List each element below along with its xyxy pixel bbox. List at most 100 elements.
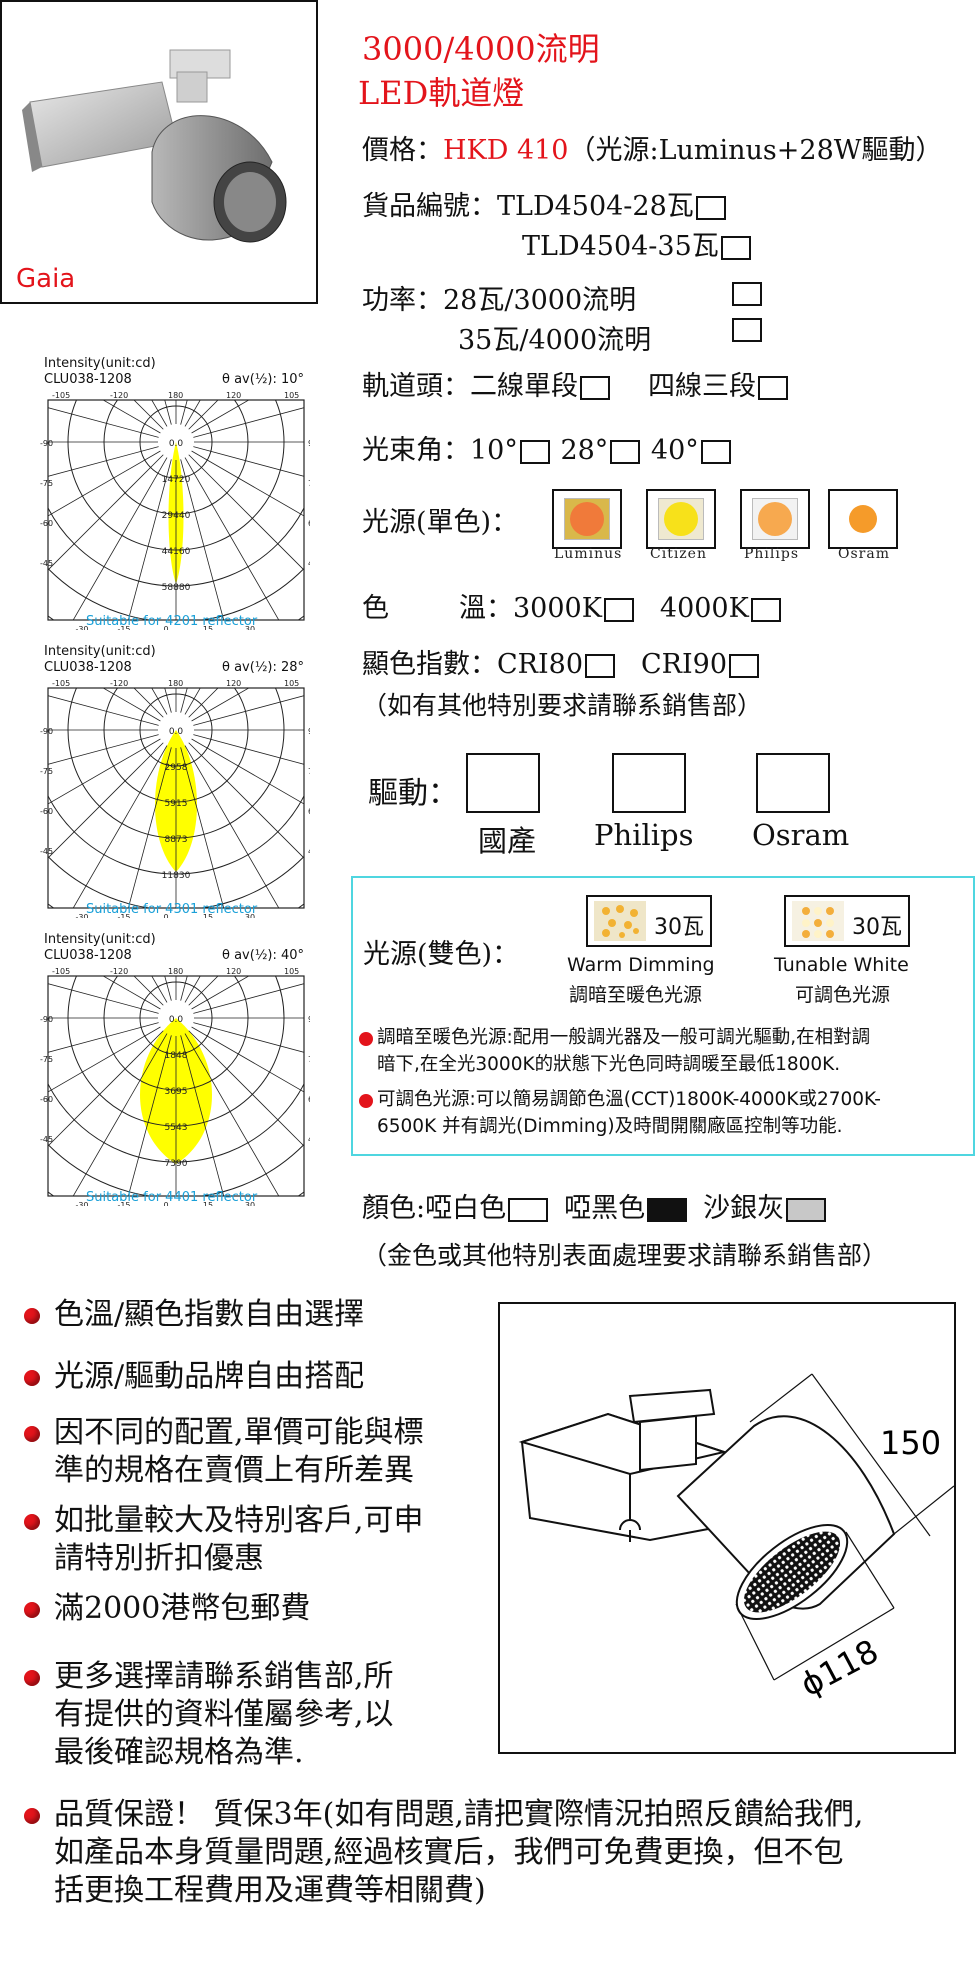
color-3-checkbox[interactable]: [786, 1197, 827, 1222]
polar-value: 0.0: [169, 439, 184, 449]
polar-value: 0.0: [169, 727, 184, 737]
dimension-drawing-frame: 150 ϕ118: [498, 1302, 956, 1754]
cri-2-checkbox[interactable]: [729, 653, 760, 678]
cct-label-b: 溫：: [459, 593, 513, 624]
polar-value: 3695: [165, 1087, 188, 1097]
polar-spoke: [102, 400, 161, 434]
beam-2: 28°: [560, 435, 609, 466]
axis-top-label: -120: [110, 391, 128, 400]
product-title-line2: LED軌道燈: [358, 74, 525, 112]
sku-2: TLD4504-35瓦: [522, 231, 719, 262]
polar-value: 14720: [162, 475, 191, 485]
axis-right-label: 45: [308, 1135, 310, 1144]
polar-caption: Suitable for 4301 reflector: [86, 902, 258, 917]
polar-spoke: [193, 695, 304, 726]
tunable-watt: 30瓦: [852, 915, 902, 940]
polar-model: CLU038-1208: [44, 660, 132, 675]
feature-line: 有提供的資料僅屬參考,以: [54, 1697, 394, 1732]
color-1: 啞白色: [425, 1193, 507, 1224]
power-label: 功率：: [362, 285, 443, 316]
axis-top-label: -105: [52, 967, 70, 976]
sku-2-checkbox[interactable]: [720, 235, 751, 260]
polar-spoke: [102, 976, 161, 1010]
tunable-white-zh: 可調色光源: [795, 984, 891, 1006]
polar-spoke: [188, 742, 304, 859]
source-philips-swatch[interactable]: [740, 489, 810, 549]
polar-spoke: [72, 457, 168, 620]
source-citizen-swatch[interactable]: [646, 489, 716, 549]
axis-top-label: -105: [52, 679, 70, 688]
color-2-checkbox[interactable]: [647, 1197, 688, 1222]
driver-osram-checkbox[interactable]: [756, 753, 830, 813]
cct-1-checkbox[interactable]: [603, 597, 634, 622]
polar-title: Intensity(unit:cd): [44, 644, 156, 659]
warm-dimming-chip[interactable]: 30瓦: [586, 895, 712, 947]
bullet-dot: [24, 1808, 40, 1824]
beam-row: 光束角：10° 28° 40°: [362, 428, 733, 467]
price-note: （光源:Luminus+28W驅動）: [568, 135, 943, 166]
axis-left-label: -45: [40, 1135, 53, 1144]
sku-1-checkbox[interactable]: [695, 195, 726, 220]
feature-item: 因不同的配置,單價可能與標準的規格在賣價上有所差異: [24, 1414, 424, 1490]
polar-spoke: [48, 454, 164, 571]
source-osram-swatch[interactable]: [828, 489, 898, 549]
polar-spoke: [72, 1033, 168, 1196]
feature-item: 滿2000港幣包郵費: [24, 1590, 310, 1628]
driver-philips-checkbox[interactable]: [612, 753, 686, 813]
cri-1: CRI80: [497, 649, 584, 680]
product-photo-frame: Gaia: [0, 0, 318, 304]
feature-line: 最後確認規格為準.: [54, 1735, 304, 1770]
price-label: 價格：: [362, 135, 443, 166]
axis-left-label: -60: [40, 807, 53, 816]
polar-spoke: [191, 688, 250, 722]
polar-frame: [47, 399, 305, 621]
source-luminus-swatch[interactable]: [552, 489, 622, 549]
axis-right-label: 75: [308, 479, 310, 488]
note2-line2: 6500K 并有調光(Dimming)及時間開關廠區控制等功能.: [377, 1116, 843, 1137]
polar-spoke: [184, 745, 280, 908]
color-label: 顏色:: [362, 1193, 426, 1224]
product-title-line1: 3000/4000流明: [362, 30, 600, 68]
polar-value: 44160: [162, 547, 191, 557]
note1: 調暗至暖色光源:配用一般調光器及一般可調光驅動,在相對調 暗下,在全光3000K…: [377, 1024, 870, 1078]
beam-1-checkbox[interactable]: [519, 439, 550, 464]
axis-bottom-label: -15: [117, 913, 130, 918]
adapter-2-checkbox[interactable]: [758, 375, 788, 400]
polar-angle: θ av(½): 10°: [222, 372, 305, 387]
axis-top-label: 105: [284, 679, 299, 688]
axis-left-label: -45: [40, 847, 53, 856]
tunable-white-chip[interactable]: 30瓦: [784, 895, 910, 947]
color-1-checkbox[interactable]: [508, 1197, 549, 1222]
polar-title: Intensity(unit:cd): [44, 932, 156, 947]
polar-spoke: [180, 747, 225, 908]
axis-right-label: 75: [308, 767, 310, 776]
polar-value: 1848: [165, 1051, 188, 1061]
axis-bottom-label: 0: [163, 913, 168, 918]
color-note: （金色或其他特別表面處理要求請聯系銷售部）: [362, 1241, 888, 1270]
feature-item: 如批量較大及特別客戶,可申請特別折扣優惠: [24, 1502, 424, 1578]
cct-1: 3000K: [513, 593, 602, 624]
axis-right-label: 60: [308, 519, 310, 528]
axis-bottom-label: -15: [117, 1201, 130, 1206]
source-osram-label: Osram: [838, 546, 890, 562]
adapter-1: 二線單段: [470, 371, 578, 402]
polar-spoke: [193, 407, 304, 438]
driver-domestic-checkbox[interactable]: [466, 753, 540, 813]
feature-line: 因不同的配置,單價可能與標: [54, 1415, 424, 1450]
bullet-dot: [24, 1308, 40, 1324]
beam-2-checkbox[interactable]: [610, 439, 641, 464]
polar-spoke: [72, 745, 168, 908]
cct-2-checkbox[interactable]: [750, 597, 781, 622]
axis-top-label: 120: [226, 679, 241, 688]
power-2-checkbox[interactable]: [732, 318, 762, 342]
polar-value: 11830: [162, 871, 191, 881]
cri-1-checkbox[interactable]: [585, 653, 616, 678]
beam-3-checkbox[interactable]: [700, 439, 731, 464]
power-1-checkbox[interactable]: [732, 282, 762, 306]
polar-spoke: [188, 1030, 304, 1147]
note1-line1: 調暗至暖色光源:配用一般調光器及一般可調光驅動,在相對調: [377, 1027, 871, 1048]
adapter-1-checkbox[interactable]: [580, 375, 610, 400]
